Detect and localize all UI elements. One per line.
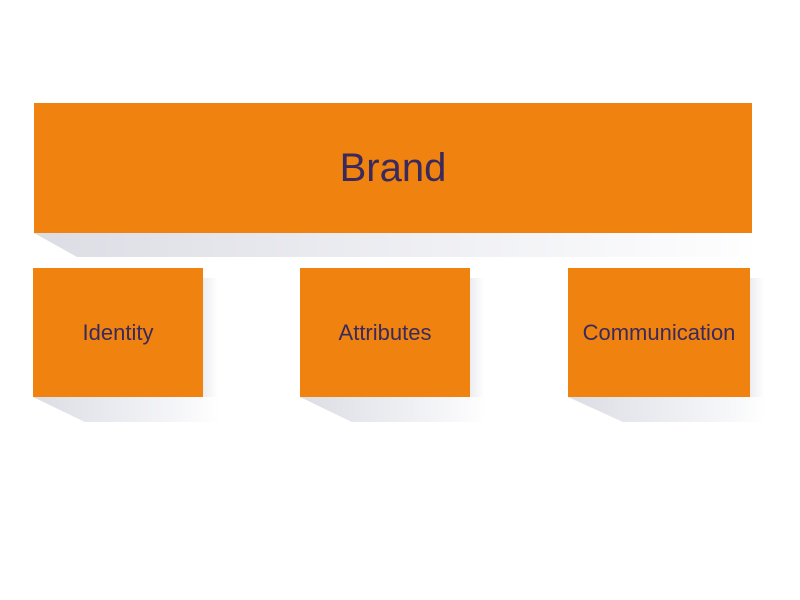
attributes-box: Attributes bbox=[300, 268, 470, 397]
identity-label: Identity bbox=[82, 319, 154, 345]
identity-box-side-shadow bbox=[203, 278, 217, 397]
communication-box-side-shadow bbox=[750, 278, 764, 397]
identity-box: Identity bbox=[33, 268, 203, 397]
brand-box: Brand bbox=[34, 103, 752, 233]
brand-box-shadow bbox=[34, 233, 752, 257]
communication-label: Communication bbox=[582, 319, 736, 345]
brand-label: Brand bbox=[339, 145, 447, 190]
attributes-box-side-shadow bbox=[470, 278, 484, 397]
attributes-box-shadow bbox=[300, 397, 485, 422]
communication-box: Communication bbox=[568, 268, 750, 397]
communication-box-shadow bbox=[568, 397, 764, 422]
identity-box-shadow bbox=[33, 397, 218, 422]
attributes-label: Attributes bbox=[338, 319, 432, 345]
